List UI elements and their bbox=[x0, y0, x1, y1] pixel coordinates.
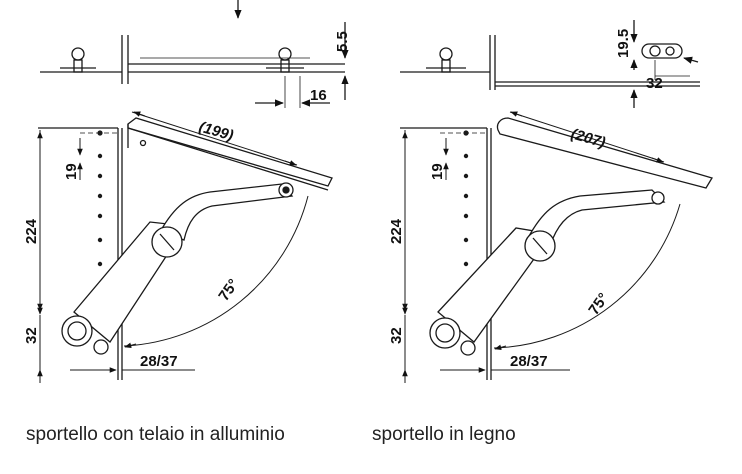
dimension-lines-left bbox=[37, 111, 309, 383]
dim-pitch-left: 19 bbox=[63, 163, 80, 180]
lift-arm-right bbox=[429, 189, 666, 356]
dim-base-left: 32 bbox=[23, 327, 40, 344]
dim-height-left: 224 bbox=[23, 218, 40, 244]
top-detail-left bbox=[40, 0, 349, 108]
caption-left: sportello con telaio in alluminio bbox=[26, 424, 285, 445]
diagram-right bbox=[400, 20, 713, 383]
dim-offset-side-right: 32 bbox=[646, 75, 663, 92]
mounting-holes-left bbox=[97, 130, 103, 267]
dim-base-right: 32 bbox=[388, 327, 405, 344]
dimension-lines-right bbox=[402, 111, 681, 383]
lift-arm-left bbox=[61, 182, 294, 355]
dim-height-right: 224 bbox=[388, 218, 405, 244]
dim-clearance-left: 28/37 bbox=[140, 353, 178, 370]
door-panel-right bbox=[496, 117, 713, 189]
dim-angle-right: 75° bbox=[585, 290, 612, 318]
caption-right: sportello in legno bbox=[372, 424, 516, 445]
dim-clearance-right: 28/37 bbox=[510, 353, 548, 370]
dim-offset-top-left: 5.5 bbox=[334, 31, 351, 52]
top-detail-right bbox=[400, 20, 700, 108]
dim-angle-left: 75° bbox=[215, 276, 242, 304]
dim-offset-side-left: 16 bbox=[310, 87, 327, 104]
diagram-left bbox=[37, 0, 349, 383]
mounting-holes-right bbox=[463, 130, 469, 267]
dim-offset-top-right: 19.5 bbox=[615, 29, 632, 58]
door-panel-left bbox=[127, 117, 333, 191]
dim-pitch-right: 19 bbox=[429, 163, 446, 180]
